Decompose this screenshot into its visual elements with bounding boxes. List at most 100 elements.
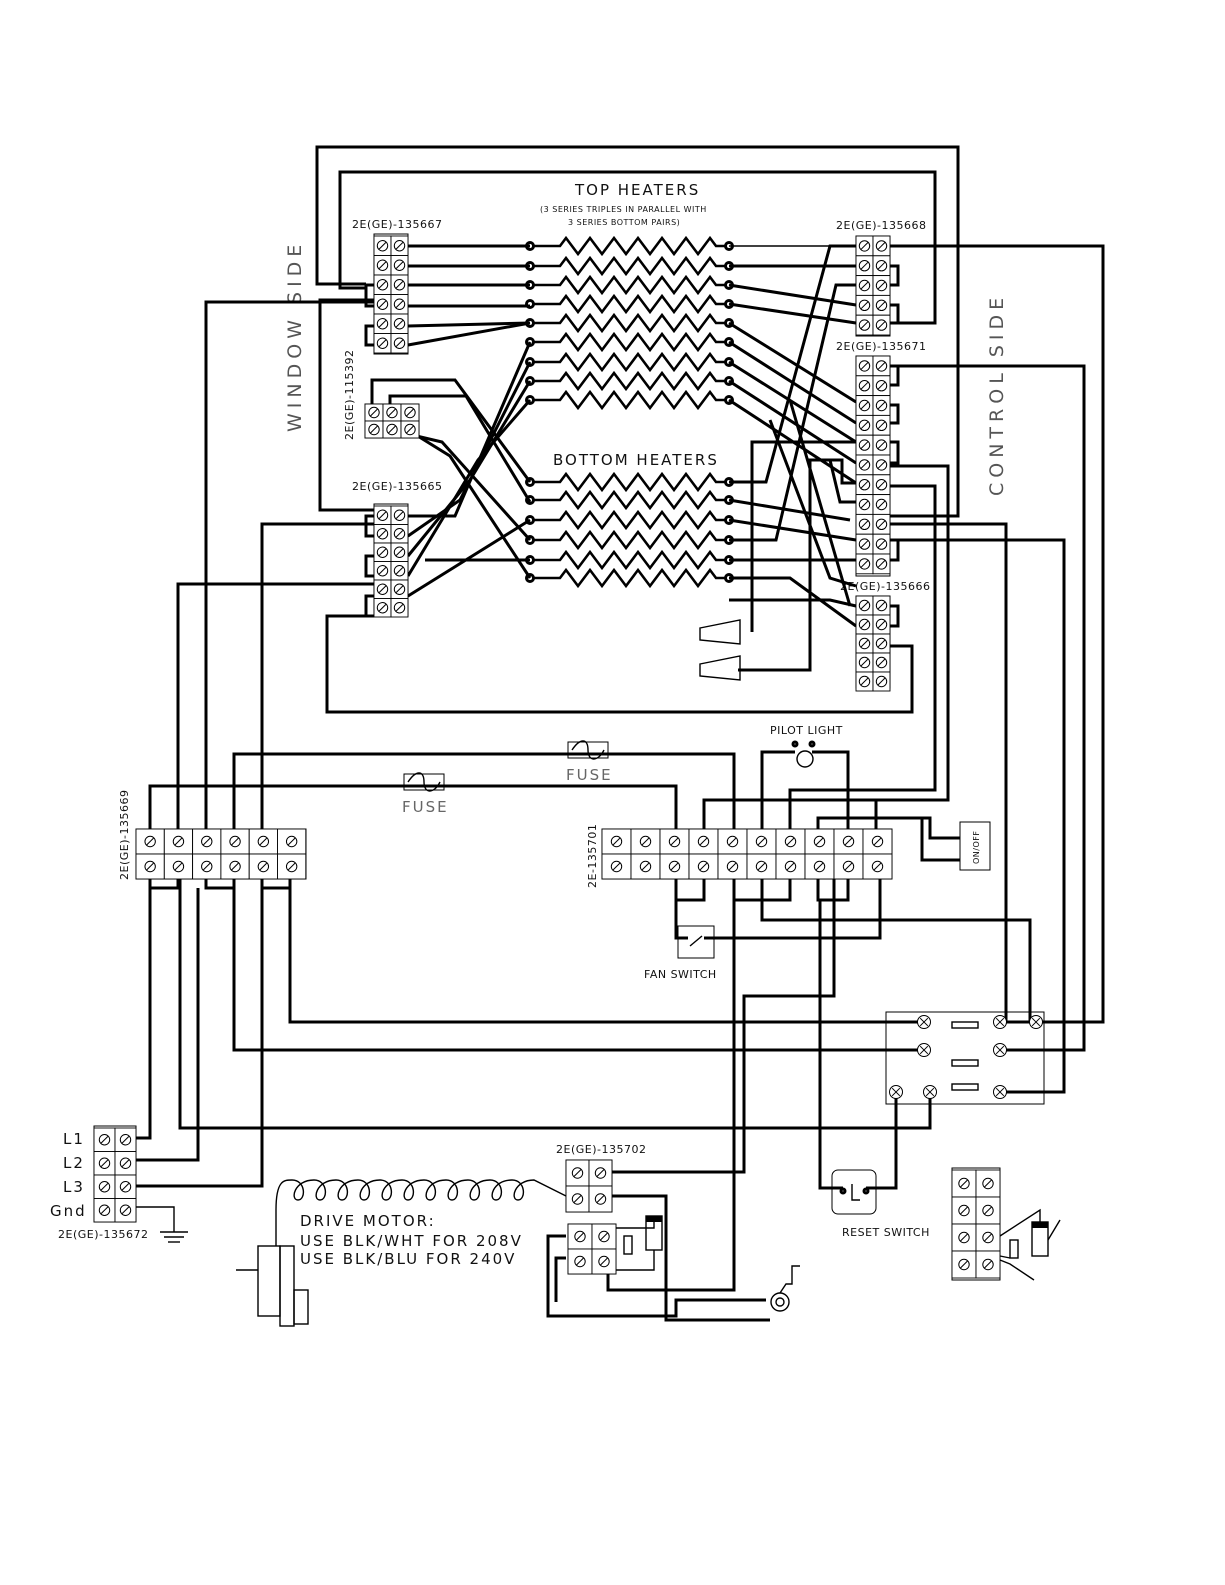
terminal-screw	[842, 860, 855, 873]
terminal-screw	[376, 583, 389, 595]
terminal-screw	[958, 1258, 970, 1271]
terminal-screw	[697, 860, 710, 873]
terminal-screw	[726, 860, 739, 873]
terminal-screw	[858, 675, 871, 688]
terminal-screw	[610, 835, 623, 848]
terminal-screw	[784, 860, 797, 873]
terminal-screw	[875, 599, 888, 612]
terminal-screw	[858, 459, 871, 471]
terminal-screw	[119, 1134, 132, 1146]
motor-note-1: DRIVE MOTOR:	[300, 1212, 436, 1230]
terminal-screw	[871, 835, 884, 848]
terminal-screw	[229, 860, 241, 873]
heater-coil	[528, 294, 730, 314]
terminal-screw	[755, 860, 768, 873]
label-tb-135669: 2E(GE)-135669	[118, 790, 131, 880]
fuse-2	[403, 772, 445, 792]
coiled-cord-path	[275, 1179, 567, 1211]
terminal-screw	[875, 498, 888, 511]
terminal-screw	[875, 380, 888, 392]
terminal-screw	[858, 518, 871, 530]
terminal-screw	[376, 546, 389, 558]
terminal-screw	[875, 399, 888, 412]
terminal-screw	[98, 1181, 111, 1193]
terminal-screw	[755, 835, 768, 848]
terminal-screw	[376, 298, 389, 310]
terminal-screw	[726, 835, 739, 848]
terminal-screw	[858, 319, 871, 331]
terminal-screw	[858, 279, 871, 292]
terminal-screw	[119, 1204, 132, 1216]
terminal-screw	[368, 406, 380, 419]
terminal-screw	[858, 656, 871, 669]
terminal-screw	[598, 1230, 610, 1243]
top-heaters-note-1: (3 SERIES TRIPLES IN PARALLEL WITH	[540, 205, 707, 214]
terminal-screw	[875, 558, 888, 570]
label-tb-135665: 2E(GE)-135665	[352, 480, 442, 493]
terminal-screw	[858, 260, 871, 272]
fuse-1	[567, 740, 609, 760]
drive-motor-body	[236, 1210, 309, 1327]
terminal-screw	[144, 835, 156, 848]
bottom-heaters-title: BOTTOM HEATERS	[553, 451, 719, 469]
heater-coil	[528, 352, 730, 372]
terminal-screw	[842, 835, 855, 848]
pilot-light-label: PILOT LIGHT	[770, 724, 843, 737]
terminal-screw	[858, 380, 871, 392]
wire-nut-2	[699, 655, 741, 681]
terminal-screw	[875, 240, 888, 252]
label-tb-135672: 2E(GE)-135672	[58, 1228, 148, 1241]
terminal-screw	[858, 498, 871, 511]
heater-coil	[528, 472, 730, 492]
terminal-screw	[982, 1177, 994, 1190]
terminal-screw	[229, 835, 241, 848]
terminal-screw	[875, 675, 888, 688]
heater-coil	[528, 275, 730, 295]
terminal-cell	[601, 853, 632, 880]
terminal-screw	[858, 399, 871, 412]
fuse-1-label: FUSE	[566, 766, 613, 784]
terminal-cell	[862, 853, 893, 880]
relay-screw	[923, 1085, 937, 1099]
terminal-screw	[98, 1134, 111, 1146]
terminal-screw	[393, 337, 406, 349]
terminal-screw	[172, 860, 185, 873]
motor-note-3: USE BLK/BLU FOR 240V	[300, 1250, 516, 1268]
terminal-screw	[393, 509, 406, 521]
terminal-screw	[393, 565, 406, 577]
terminal-screw	[571, 1167, 584, 1179]
terminal-screw	[875, 637, 888, 650]
terminal-screw	[574, 1230, 586, 1243]
terminal-screw	[386, 423, 398, 436]
heater-coil	[528, 332, 730, 352]
on-off-switch	[959, 821, 991, 871]
terminal-screw	[858, 240, 871, 252]
terminal-screw	[639, 860, 652, 873]
terminal-screw	[386, 406, 398, 419]
label-tb-135702: 2E(GE)-135702	[556, 1143, 646, 1156]
terminal-screw	[813, 860, 826, 873]
relay-screw	[993, 1015, 1007, 1029]
relay-screw	[993, 1043, 1007, 1057]
label-tb-135668: 2E(GE)-135668	[836, 219, 926, 232]
terminal-screw	[858, 439, 871, 451]
label-tb-135701: 2E-135701	[586, 824, 599, 888]
terminal-screw	[875, 656, 888, 669]
terminal-screw	[201, 860, 213, 873]
terminal-screw	[875, 459, 888, 471]
lower-wires	[136, 244, 1105, 1322]
terminal-screw	[376, 279, 389, 291]
heater-coil	[528, 510, 730, 530]
pilot-light	[791, 740, 816, 768]
terminal-screw	[393, 528, 406, 540]
terminal-screw	[393, 279, 406, 291]
terminal-screw	[393, 546, 406, 558]
terminal-screw	[875, 439, 888, 451]
label-tb-135667: 2E(GE)-135667	[352, 218, 442, 231]
on-off-label: ON/OFF	[972, 831, 981, 864]
terminal-screw	[697, 835, 710, 848]
label-l3: L3	[63, 1178, 85, 1196]
terminal-screw	[858, 299, 871, 311]
heater-coil	[528, 236, 730, 256]
relay-screw	[1029, 1015, 1043, 1029]
